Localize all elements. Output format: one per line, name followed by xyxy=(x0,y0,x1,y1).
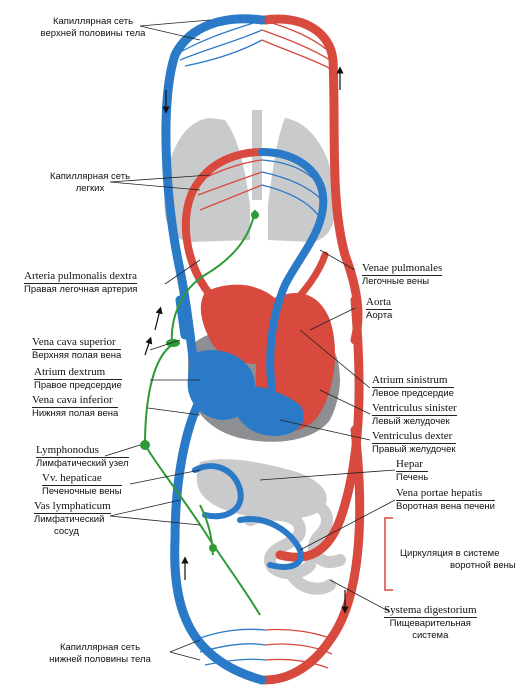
label-ventriculus-sinister-ru: Левый желудочек xyxy=(372,416,450,427)
label-vena-cava-inferior: Vena cava inferior Нижняя полая вена xyxy=(32,394,119,420)
label-arteria-pulmonalis: Arteria pulmonalis dextra Правая легочна… xyxy=(24,270,138,296)
label-capillary-upper-line2: верхней половины тела xyxy=(40,28,146,39)
capillary-network-lungs xyxy=(197,159,323,216)
flow-arrows xyxy=(144,66,349,614)
label-lymphonodus-lat: Lymphonodus xyxy=(36,444,129,458)
label-atrium-sinistrum-lat: Atrium sinistrum xyxy=(372,374,454,388)
label-vas-lymphaticum-lat: Vas lymphaticum xyxy=(34,500,111,514)
label-portal-circulation: Циркуляция в системе воротной вены xyxy=(400,548,516,572)
label-capillary-lower-line1: Капиллярная сеть xyxy=(59,642,141,653)
label-capillary-lungs: Капиллярная сеть легких xyxy=(40,171,140,195)
label-capillary-upper-line1: Капиллярная сеть xyxy=(52,16,134,27)
label-vena-cava-superior-ru: Верхняя полая вена xyxy=(32,350,122,361)
pulmonary-vein-return xyxy=(288,251,329,309)
label-vena-cava-inferior-lat: Vena cava inferior xyxy=(32,394,119,408)
digestive-tract xyxy=(244,498,346,595)
label-atrium-dextrum-ru: Правое предсердие xyxy=(34,380,122,391)
label-vena-portae: Vena portae hepatis Воротная вена печени xyxy=(396,487,495,513)
label-aorta-lat: Aorta xyxy=(366,296,393,310)
label-hepar-ru: Печень xyxy=(396,472,429,483)
label-atrium-sinistrum: Atrium sinistrum Левое предсердие xyxy=(372,374,454,400)
label-aorta: Aorta Аорта xyxy=(366,296,393,322)
label-hepar-lat: Hepar xyxy=(396,458,429,472)
label-ventriculus-dexter: Ventriculus dexter Правый желудочек xyxy=(372,430,456,456)
label-vena-cava-superior-lat: Vena cava superior xyxy=(32,336,122,350)
label-hepar: Hepar Печень xyxy=(396,458,429,484)
portal-bracket xyxy=(384,517,393,591)
label-systema-digestorium-ru1: Пищеварительная xyxy=(389,618,471,629)
label-venae-pulmonales-lat: Venae pulmonales xyxy=(362,262,443,276)
label-ventriculus-dexter-ru: Правый желудочек xyxy=(372,444,456,455)
label-atrium-sinistrum-ru: Левое предсердие xyxy=(372,388,454,399)
label-capillary-upper: Капиллярная сеть верхней половины тела xyxy=(34,16,152,40)
label-systema-digestorium-ru2: система xyxy=(412,630,449,641)
label-vas-lymphaticum: Vas lymphaticum Лимфатический сосуд xyxy=(34,500,111,538)
label-venae-pulmonales: Venae pulmonales Легочные вены xyxy=(362,262,443,288)
label-atrium-dextrum: Atrium dextrum Правое предсердие xyxy=(34,366,122,392)
pulmonary-arteries xyxy=(181,148,266,304)
label-vv-hepaticae-lat: Vv. hepaticae xyxy=(42,472,122,486)
label-vas-lymphaticum-ru1: Лимфатический xyxy=(34,514,105,525)
label-arteria-pulmonalis-lat: Arteria pulmonalis dextra xyxy=(24,270,138,284)
label-atrium-dextrum-lat: Atrium dextrum xyxy=(34,366,122,380)
heart xyxy=(187,284,340,442)
label-portal-circulation-line1: Циркуляция в системе xyxy=(400,548,500,559)
label-vena-cava-inferior-ru: Нижняя полая вена xyxy=(32,408,119,419)
label-ventriculus-sinister-lat: Ventriculus sinister xyxy=(372,402,457,416)
label-vv-hepaticae: Vv. hepaticae Печеночные вены xyxy=(42,472,122,498)
label-vas-lymphaticum-ru2: сосуд xyxy=(54,526,79,537)
label-vena-portae-lat: Vena portae hepatis xyxy=(396,487,495,501)
label-capillary-lower-line2: нижней половины тела xyxy=(49,654,151,665)
label-capillary-lungs-line1: Капиллярная сеть xyxy=(49,171,131,182)
label-capillary-lower: Капиллярная сеть нижней половины тела xyxy=(38,642,162,666)
label-venae-pulmonales-ru: Легочные вены xyxy=(362,276,430,287)
label-capillary-lungs-line2: легких xyxy=(75,183,105,194)
label-systema-digestorium-lat: Systema digestorium xyxy=(384,604,477,618)
label-ventriculus-sinister: Ventriculus sinister Левый желудочек xyxy=(372,402,457,428)
pulmonary-veins xyxy=(258,148,328,394)
capillary-network-upper xyxy=(174,19,334,71)
label-lymphonodus: Lymphonodus Лимфатический узел xyxy=(36,444,129,470)
label-portal-circulation-line2: воротной вены xyxy=(450,560,516,571)
label-arteria-pulmonalis-ru: Правая легочная артерия xyxy=(24,284,138,295)
label-vv-hepaticae-ru: Печеночные вены xyxy=(42,486,122,497)
systemic-arteries xyxy=(260,14,365,685)
capillary-network-lower xyxy=(194,628,336,669)
label-vena-portae-ru: Воротная вена печени xyxy=(396,501,495,512)
systemic-veins xyxy=(161,14,267,685)
label-aorta-ru: Аорта xyxy=(366,310,393,321)
label-lymphonodus-ru: Лимфатический узел xyxy=(36,458,129,469)
label-vena-cava-superior: Vena cava superior Верхняя полая вена xyxy=(32,336,122,362)
label-systema-digestorium: Systema digestorium Пищеварительная сист… xyxy=(384,604,477,642)
leader-lines xyxy=(104,19,396,661)
label-ventriculus-dexter-lat: Ventriculus dexter xyxy=(372,430,456,444)
